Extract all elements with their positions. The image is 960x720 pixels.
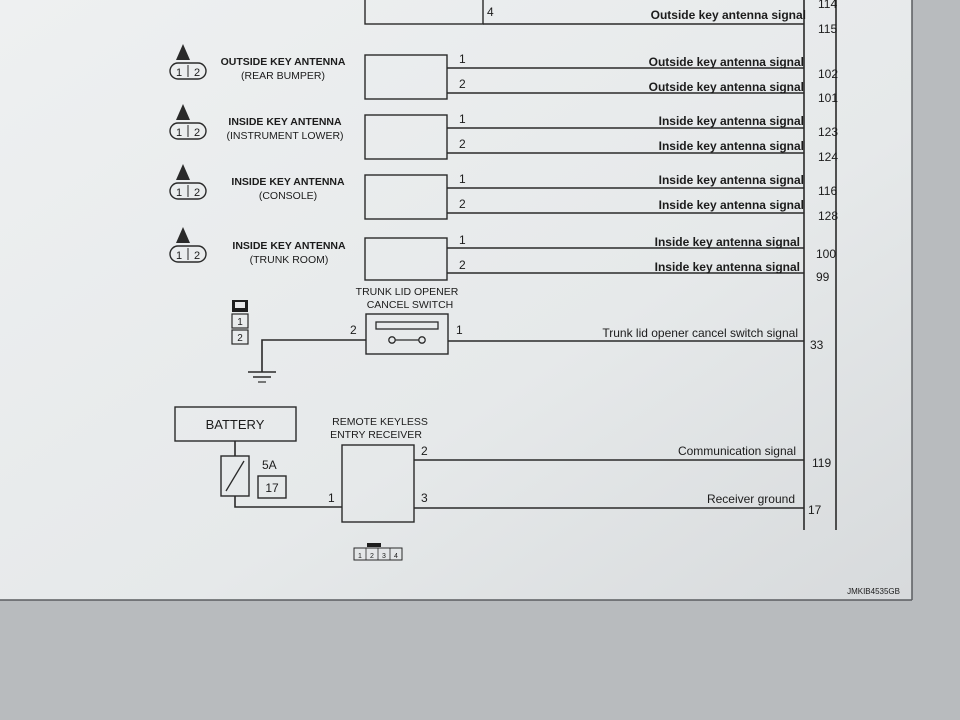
connector-icon — [169, 62, 207, 80]
antenna-name-line1: INSIDE KEY ANTENNA — [228, 116, 342, 128]
svg-text:1: 1 — [176, 127, 182, 139]
svg-text:1: 1 — [459, 52, 466, 66]
receiver-pin-1: 1 — [328, 491, 335, 505]
antenna-name-line2: (INSTRUMENT LOWER) — [226, 130, 343, 142]
svg-text:2: 2 — [459, 137, 466, 151]
svg-text:2: 2 — [194, 67, 200, 79]
switch-pin-left: 2 — [350, 323, 357, 337]
svg-text:2: 2 — [370, 553, 374, 560]
svg-text:Outside key antenna signal: Outside key antenna signal — [649, 80, 804, 94]
antenna-connector-box — [364, 237, 448, 281]
svg-text:2: 2 — [459, 197, 466, 211]
svg-text:1: 1 — [237, 317, 243, 328]
fuse-number: 17 — [265, 481, 279, 495]
svg-text:1: 1 — [176, 187, 182, 199]
antenna-connector-box — [364, 174, 448, 220]
ecm-pin: 124 — [818, 150, 838, 164]
ecm-pin: 123 — [818, 125, 838, 139]
paper-sheet — [0, 0, 912, 600]
svg-text:3: 3 — [382, 553, 386, 560]
switch-signal: Trunk lid opener cancel switch signal — [602, 326, 798, 340]
ecm-pin-115: 115 — [818, 22, 837, 36]
receiver-pin-2: 2 — [421, 444, 428, 458]
ecm-pin: 102 — [818, 67, 838, 81]
svg-text:4: 4 — [394, 553, 398, 560]
antenna-name-line1: OUTSIDE KEY ANTENNA — [221, 56, 346, 68]
antenna-name-line2: (REAR BUMPER) — [241, 70, 325, 82]
antenna-connector-box — [364, 54, 448, 100]
ecm-pin: 101 — [818, 91, 838, 105]
antenna-name-line2: (TRUNK ROOM) — [250, 254, 329, 266]
switch-name-line1: TRUNK LID OPENER — [356, 286, 459, 298]
fuse-rating: 5A — [262, 458, 277, 472]
switch-name-line2: CANCEL SWITCH — [367, 299, 454, 311]
switch-pin-right: 1 — [456, 323, 463, 337]
warning-triangle-icon — [176, 44, 190, 60]
receiver-name-line1: REMOTE KEYLESS — [332, 416, 428, 428]
svg-text:1: 1 — [176, 67, 182, 79]
warning-triangle-icon — [176, 164, 190, 180]
ecm-pin-33: 33 — [810, 338, 824, 352]
switch-body — [365, 313, 449, 355]
ecm-pin-119: 119 — [812, 456, 831, 470]
svg-text:2: 2 — [194, 127, 200, 139]
svg-text:Inside key antenna signal: Inside key antenna signal — [655, 235, 800, 249]
antenna-rear-bumper: 1 2 OUTSIDE KEY ANTENNA (REAR BUMPER) 1 … — [169, 44, 838, 105]
trunk-lid-cancel-switch: TRUNK LID OPENER CANCEL SWITCH 2 1 Trunk… — [231, 286, 824, 383]
figure-code: JMKIB4535GB — [847, 587, 900, 596]
top-partial-connector — [364, 0, 484, 25]
svg-text:1: 1 — [459, 233, 466, 247]
svg-text:Inside key antenna signal: Inside key antenna signal — [655, 260, 800, 274]
antenna-connector-box — [364, 114, 448, 160]
svg-text:1: 1 — [459, 172, 466, 186]
svg-text:2: 2 — [237, 333, 243, 344]
battery-block: BATTERY 5A 17 — [174, 406, 342, 508]
svg-text:2: 2 — [194, 250, 200, 262]
svg-text:Inside key antenna signal: Inside key antenna signal — [659, 114, 804, 128]
top-partial-pin: 4 — [487, 5, 494, 19]
svg-text:Inside key antenna signal: Inside key antenna signal — [659, 139, 804, 153]
ecm-pin-114: 114 — [818, 0, 837, 11]
svg-text:Outside key antenna signal: Outside key antenna signal — [649, 55, 804, 69]
ecm-pin: 116 — [818, 184, 837, 198]
svg-text:2: 2 — [459, 258, 466, 272]
ecm-pin-17: 17 — [808, 503, 822, 517]
battery-label: BATTERY — [206, 417, 265, 432]
switch-lever — [375, 321, 439, 330]
warning-triangle-icon — [176, 227, 190, 243]
ecm-pin: 128 — [818, 209, 838, 223]
ecm-pin: 100 — [816, 247, 836, 261]
receiver-box — [341, 444, 415, 523]
svg-text:1: 1 — [358, 553, 362, 560]
svg-text:1: 1 — [459, 112, 466, 126]
svg-text:2: 2 — [194, 187, 200, 199]
antenna-trunk-room: 1 2 INSIDE KEY ANTENNA (TRUNK ROOM) 1 2 … — [169, 227, 836, 284]
ecm-pin: 99 — [816, 270, 830, 284]
connector-icon — [169, 182, 207, 200]
svg-text:1: 1 — [176, 250, 182, 262]
receiver-name-line2: ENTRY RECEIVER — [330, 429, 422, 441]
antenna-name-line2: (CONSOLE) — [259, 190, 317, 202]
antenna-name-line1: INSIDE KEY ANTENNA — [232, 240, 346, 252]
warning-triangle-icon — [176, 104, 190, 120]
communication-signal: Communication signal — [678, 444, 796, 458]
top-partial-signal: Outside key antenna signal — [651, 8, 806, 22]
receiver-connector-icon — [367, 543, 381, 547]
connector-icon — [169, 122, 207, 140]
svg-text:Inside key antenna signal: Inside key antenna signal — [659, 173, 804, 187]
svg-text:2: 2 — [459, 77, 466, 91]
connector-icon — [169, 245, 207, 263]
antenna-name-line1: INSIDE KEY ANTENNA — [231, 176, 345, 188]
svg-text:Inside key antenna signal: Inside key antenna signal — [659, 198, 804, 212]
antenna-console: 1 2 INSIDE KEY ANTENNA (CONSOLE) 1 2 Ins… — [169, 164, 838, 223]
receiver-pin-3: 3 — [421, 491, 428, 505]
receiver-ground-signal: Receiver ground — [707, 492, 795, 506]
keyless-receiver: REMOTE KEYLESS ENTRY RECEIVER 1 2 3 Comm… — [328, 416, 831, 561]
antenna-instrument-lower: 1 2 INSIDE KEY ANTENNA (INSTRUMENT LOWER… — [169, 104, 838, 164]
